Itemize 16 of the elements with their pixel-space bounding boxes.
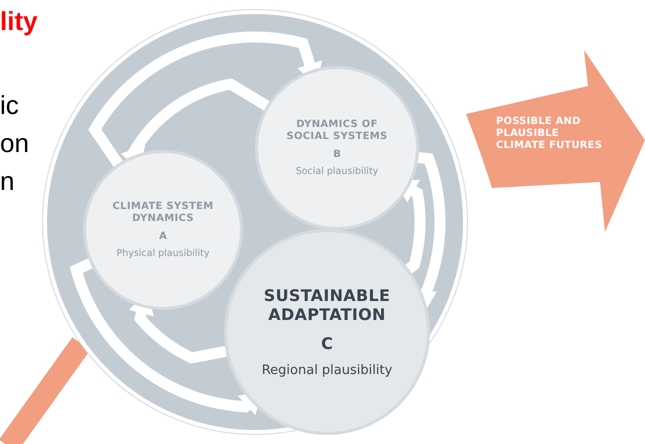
text-fragment: lity <box>0 6 38 37</box>
flow-band <box>0 337 90 444</box>
circle-title: SUSTAINABLE ADAPTATION <box>262 286 392 324</box>
circle-subtitle: Social plausibility <box>296 166 378 177</box>
circle-letter: B <box>333 149 341 160</box>
text-fragment: ic <box>0 90 19 121</box>
circle-title: DYNAMICS OF SOCIAL SYSTEMS <box>285 119 388 143</box>
circle-subtitle: Regional plausibility <box>262 363 392 378</box>
cycle-arrow <box>89 32 322 167</box>
circle-letter: A <box>159 231 167 242</box>
circle-subtitle: Physical plausibility <box>116 248 210 259</box>
text-fragment: n <box>0 166 14 197</box>
arrow-label: POSSIBLE AND PLAUSIBLE CLIMATE FUTURES <box>496 116 604 152</box>
circle-letter: C <box>321 334 333 354</box>
circle-title: CLIMATE SYSTEM DYNAMICS <box>112 201 214 225</box>
text-fragment: on <box>0 128 29 159</box>
